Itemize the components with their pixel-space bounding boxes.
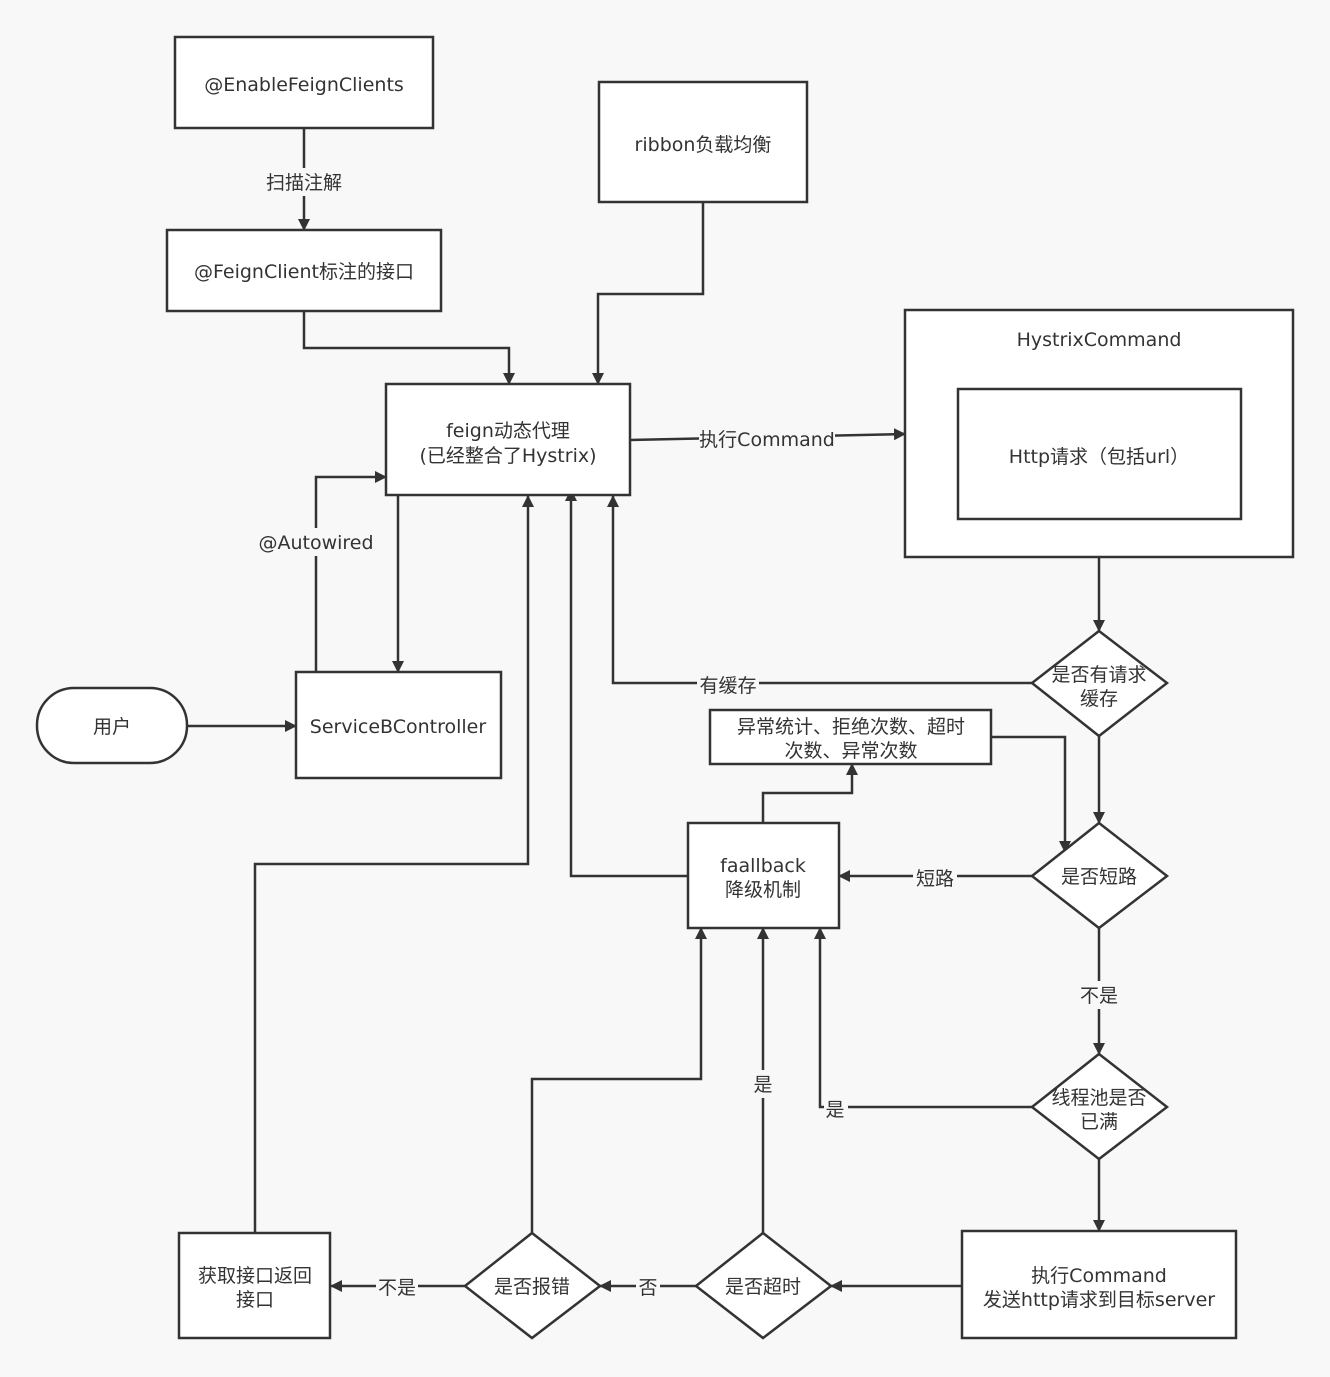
stats-label-1: 异常统计、拒绝次数、超时 [737, 716, 965, 738]
execute-command-label-2: 发送http请求到目标server [983, 1289, 1215, 1311]
feign-client-interface-box [165, 228, 443, 313]
has-cache-label-2: 缓存 [1080, 688, 1118, 710]
thread-pool-diamond [1029, 1052, 1170, 1161]
edge-error-to-fallback [530, 927, 707, 1233]
feign-proxy-label-1: feign动态代理 [446, 420, 570, 442]
edge-label-not-short: 不是 [1080, 985, 1118, 1007]
stats-label-2: 次数、异常次数 [784, 740, 917, 762]
enable-feign-clients-box [173, 35, 435, 130]
short-circuit-diamond [1029, 821, 1170, 930]
edge-fallback-to-proxy [565, 489, 688, 878]
get-result-box [177, 1231, 332, 1340]
ribbon-label: ribbon负载均衡 [635, 134, 772, 156]
service-b-controller-box [294, 670, 503, 780]
enable-feign-clients-label: @EnableFeignClients [204, 74, 404, 96]
edge-label-pool-full: 是 [825, 1099, 844, 1121]
user-label: 用户 [93, 716, 131, 738]
edge-has-cache [607, 495, 1032, 685]
http-request-label: Http请求（包括url） [1009, 446, 1189, 468]
service-b-controller-label: ServiceBController [310, 716, 487, 738]
ribbon-box [597, 80, 809, 204]
edge-label-error-no: 不是 [378, 1277, 416, 1299]
edge-pool-full [814, 927, 1032, 1109]
thread-pool-label-2: 已满 [1080, 1111, 1118, 1133]
edge-fallback-to-stats [761, 763, 858, 823]
has-cache-label-1: 是否有请求 [1051, 664, 1146, 686]
error-diamond [462, 1231, 603, 1340]
feign-client-interface-label: @FeignClient标注的接口 [194, 261, 414, 283]
short-circuit-label: 是否短路 [1061, 866, 1137, 888]
get-result-label-1: 获取接口返回 [198, 1265, 312, 1287]
stats-box [708, 708, 993, 766]
fallback-label-2: 降级机制 [725, 879, 801, 901]
fallback-label-1: faallback [720, 855, 806, 877]
edge-label-short: 短路 [916, 868, 954, 890]
error-label: 是否报错 [494, 1276, 570, 1298]
thread-pool-label-1: 线程池是否 [1051, 1087, 1146, 1109]
user-terminal [35, 686, 189, 765]
edge-label-timeout-no: 否 [638, 1277, 657, 1299]
edge-label-has-cache: 有缓存 [699, 675, 756, 697]
edge-label-autowired: @Autowired [258, 532, 373, 554]
edge-autowired [314, 471, 387, 672]
edge-label-exec-command: 执行Command [699, 429, 835, 451]
edge-label-scan: 扫描注解 [266, 172, 342, 194]
http-request-box [956, 387, 1243, 521]
has-cache-diamond [1029, 629, 1170, 738]
fallback-box [686, 821, 841, 930]
edge-result-to-proxy [253, 495, 534, 1233]
get-result-label-2: 接口 [236, 1289, 274, 1311]
feign-proxy-label-2: (已经整合了Hystrix) [419, 445, 596, 467]
edge-ribbon-to-proxy [592, 202, 705, 385]
edge-stats-to-short [991, 735, 1071, 853]
timeout-label: 是否超时 [725, 1276, 801, 1298]
feign-proxy-box [384, 382, 632, 497]
edge-feignclient-to-proxy [302, 311, 515, 385]
timeout-diamond [693, 1231, 834, 1340]
execute-command-label-1: 执行Command [1031, 1265, 1167, 1287]
execute-command-box [960, 1229, 1238, 1340]
hystrix-command-label: HystrixCommand [1017, 329, 1182, 351]
edge-label-timeout-yes: 是 [753, 1074, 772, 1096]
